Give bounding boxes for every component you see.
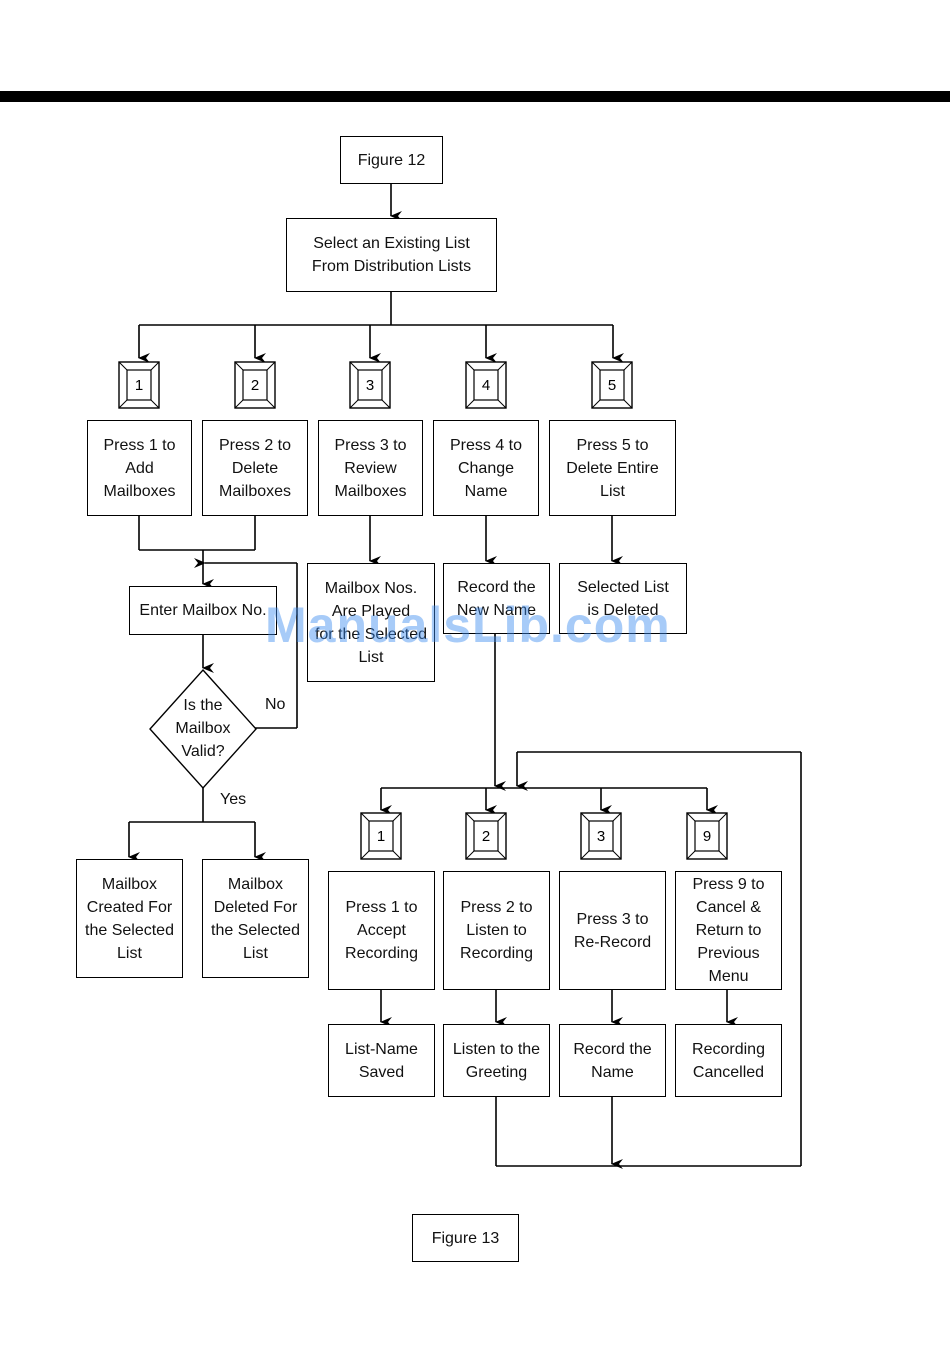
mailbox-deleted: Mailbox Deleted For the Selected List <box>202 859 309 978</box>
enter-mailbox-number: Enter Mailbox No. <box>129 586 277 635</box>
mailbox-created: Mailbox Created For the Selected List <box>76 859 183 978</box>
record-result-cancelled: Recording Cancelled <box>675 1024 782 1097</box>
option-review-mailboxes: Press 3 to Review Mailboxes <box>318 420 423 516</box>
key-label: 3 <box>596 827 606 845</box>
header-rule <box>0 91 950 102</box>
key-label: 2 <box>250 376 260 394</box>
yes-label: Yes <box>220 791 247 808</box>
no-label: No <box>265 696 286 713</box>
key-5-icon: 5 <box>591 361 633 409</box>
record-option-cancel: Press 9 to Cancel & Return to Previous M… <box>675 871 782 990</box>
key-label: 3 <box>365 376 375 394</box>
key-label: 1 <box>134 376 144 394</box>
decision-diamond <box>149 668 257 790</box>
key-label: 2 <box>481 827 491 845</box>
watermark: ManualsLib.com <box>265 597 671 653</box>
key-label: 9 <box>702 827 712 845</box>
record-option-accept: Press 1 to Accept Recording <box>328 871 435 990</box>
result-list-deleted: Selected List is Deleted <box>559 563 687 634</box>
record-key-1-icon: 1 <box>360 812 402 860</box>
record-key-2-icon: 2 <box>465 812 507 860</box>
start-select-list: Select an Existing List From Distributio… <box>286 218 497 292</box>
key-4-icon: 4 <box>465 361 507 409</box>
figure-12-label: Figure 12 <box>340 136 443 184</box>
decision-label: Is the Mailbox Valid? <box>175 697 231 760</box>
option-delete-list: Press 5 to Delete Entire List <box>549 420 676 516</box>
record-option-listen: Press 2 to Listen to Recording <box>443 871 550 990</box>
record-result-rerecord: Record the Name <box>559 1024 666 1097</box>
key-3-icon: 3 <box>349 361 391 409</box>
result-review: Mailbox Nos. Are Played for the Selected… <box>307 563 435 682</box>
key-label: 4 <box>481 376 491 394</box>
record-result-listen: Listen to the Greeting <box>443 1024 550 1097</box>
key-label: 5 <box>607 376 617 394</box>
key-1-icon: 1 <box>118 361 160 409</box>
option-add-mailboxes: Press 1 to Add Mailboxes <box>87 420 192 516</box>
record-result-saved: List-Name Saved <box>328 1024 435 1097</box>
key-2-icon: 2 <box>234 361 276 409</box>
key-label: 1 <box>376 827 386 845</box>
record-key-9-icon: 9 <box>686 812 728 860</box>
option-delete-mailboxes: Press 2 to Delete Mailboxes <box>202 420 308 516</box>
figure-13-label: Figure 13 <box>412 1214 519 1262</box>
result-record-new-name: Record the New Name <box>443 563 550 634</box>
record-key-3-icon: 3 <box>580 812 622 860</box>
option-change-name: Press 4 to Change Name <box>433 420 539 516</box>
record-option-rerecord: Press 3 to Re-Record <box>559 871 666 990</box>
